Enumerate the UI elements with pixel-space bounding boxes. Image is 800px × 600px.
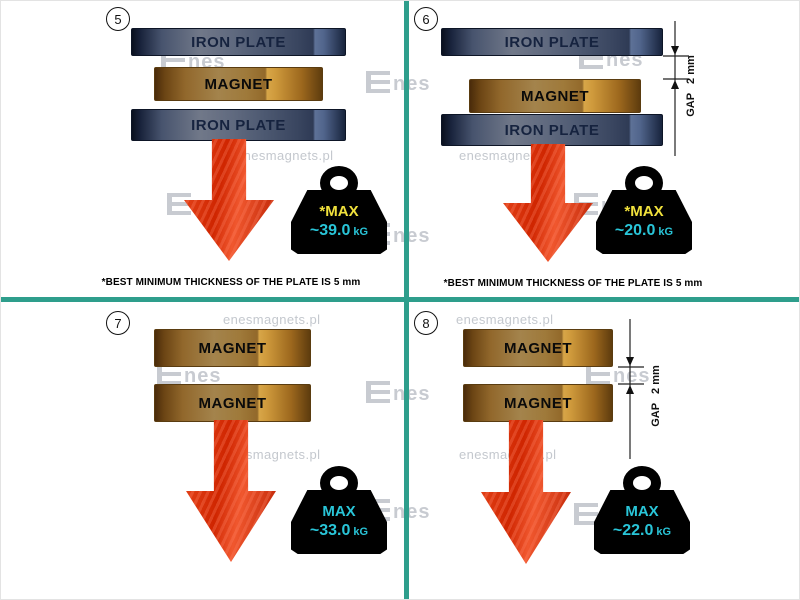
enes-logo-icon bbox=[574, 503, 598, 525]
divider-horizontal bbox=[1, 297, 799, 302]
kettlebell-body: *MAX ~39.0 kG bbox=[291, 190, 387, 254]
iron-plate-top: IRON PLATE bbox=[441, 28, 663, 56]
panel-number: 7 bbox=[114, 315, 122, 331]
footnote-bold: 5 mm bbox=[333, 277, 361, 288]
magnet-label: MAGNET bbox=[198, 339, 267, 357]
panel-number: 6 bbox=[422, 11, 430, 27]
enes-logo-icon bbox=[586, 363, 610, 385]
kettlebell-body: MAX ~22.0 kG bbox=[594, 490, 690, 554]
iron-plate-label: IRON PLATE bbox=[191, 116, 286, 134]
weight-unit: kG bbox=[658, 225, 674, 238]
gap-text: GAP bbox=[650, 402, 662, 427]
iron-plate-label: IRON PLATE bbox=[504, 33, 600, 51]
max-value-row: ~39.0 kG bbox=[310, 222, 368, 240]
max-value-row: ~20.0 kG bbox=[615, 222, 673, 240]
kettlebell-body: *MAX ~20.0 kG bbox=[596, 190, 692, 254]
magnet-block-top: MAGNET bbox=[154, 329, 311, 367]
magnet-block: MAGNET bbox=[469, 79, 641, 113]
footnote-text: *BEST MINIMUM THICKNESS OF THE PLATE IS bbox=[101, 277, 331, 288]
panel-7: 7 MAGNET MAGNET MAX ~33.0 kG bbox=[1, 301, 404, 599]
pull-force-arrow-icon bbox=[186, 420, 276, 562]
max-label: *MAX bbox=[319, 203, 359, 221]
enes-logo-text: nes bbox=[393, 225, 431, 247]
max-label: *MAX bbox=[624, 203, 664, 221]
panel-6: 6 IRON PLATE MAGNET IRON PLATE GAP 2 mm … bbox=[408, 1, 799, 297]
gap-value: 2 mm bbox=[650, 365, 662, 394]
watermark-site: enesmagnets.pl bbox=[223, 312, 321, 327]
enes-logo-watermark: nes bbox=[586, 363, 651, 387]
enes-logo-text: nes bbox=[393, 501, 431, 523]
footnote-bold: 5 mm bbox=[675, 278, 703, 289]
weight-kettlebell: *MAX ~20.0 kG bbox=[596, 166, 692, 256]
iron-plate-label: IRON PLATE bbox=[191, 33, 286, 51]
weight-kettlebell: MAX ~22.0 kG bbox=[594, 466, 690, 556]
enes-logo-icon bbox=[167, 193, 191, 215]
panel-number-badge: 5 bbox=[106, 7, 130, 31]
enes-logo-text: nes bbox=[393, 383, 431, 405]
gap-value: 2 mm bbox=[685, 55, 697, 84]
gap-dimension-lines bbox=[663, 21, 689, 156]
kettlebell-body: MAX ~33.0 kG bbox=[291, 490, 387, 554]
panel-5: 5 IRON PLATE MAGNET IRON PLATE *MAX ~39.… bbox=[1, 1, 404, 297]
magnet-label: MAGNET bbox=[198, 394, 267, 412]
max-label: MAX bbox=[322, 503, 356, 521]
max-value-row: ~33.0 kG bbox=[310, 522, 368, 540]
weight-kettlebell: *MAX ~39.0 kG bbox=[291, 166, 387, 256]
magnet-block-bottom: MAGNET bbox=[154, 384, 311, 422]
magnet-block: MAGNET bbox=[154, 67, 323, 101]
iron-plate-bottom: IRON PLATE bbox=[441, 114, 663, 146]
max-value-row: ~22.0 kG bbox=[613, 522, 671, 540]
watermark-site: enesmagnets.pl bbox=[456, 312, 554, 327]
enes-logo-text: nes bbox=[613, 365, 651, 387]
gap-dimension-lines bbox=[618, 319, 644, 459]
enes-logo-watermark: nes bbox=[366, 71, 431, 95]
iron-plate-top: IRON PLATE bbox=[131, 28, 346, 56]
footnote: *BEST MINIMUM THICKNESS OF THE PLATE IS … bbox=[46, 277, 416, 288]
panel-number-badge: 7 bbox=[106, 311, 130, 335]
enes-logo-watermark: nes bbox=[157, 363, 222, 387]
iron-plate-label: IRON PLATE bbox=[504, 121, 600, 139]
max-label: MAX bbox=[625, 503, 659, 521]
watermark-site: enesmagnets.pl bbox=[236, 148, 334, 163]
magnet-label: MAGNET bbox=[504, 394, 572, 412]
weight-value: ~20.0 bbox=[614, 221, 656, 239]
enes-logo-icon bbox=[366, 381, 390, 403]
gap-label: GAP 2 mm bbox=[683, 46, 699, 126]
pull-force-arrow-icon bbox=[184, 139, 274, 261]
enes-logo-watermark: nes bbox=[366, 381, 431, 405]
magnet-label: MAGNET bbox=[504, 339, 572, 357]
enes-logo-icon bbox=[366, 71, 390, 93]
weight-value: ~39.0 bbox=[309, 221, 351, 239]
weight-value: ~22.0 bbox=[612, 521, 654, 539]
magnet-label: MAGNET bbox=[204, 75, 273, 93]
panel-8: 8 MAGNET MAGNET GAP 2 mm MAX ~22.0 bbox=[408, 301, 799, 599]
gap-label: GAP 2 mm bbox=[648, 356, 664, 436]
weight-unit: kG bbox=[353, 525, 369, 538]
weight-unit: kG bbox=[353, 225, 369, 238]
iron-plate-bottom: IRON PLATE bbox=[131, 109, 346, 141]
gap-text: GAP bbox=[685, 92, 697, 117]
panel-number: 5 bbox=[114, 11, 122, 27]
footnote-text: *BEST MINIMUM THICKNESS OF THE PLATE IS bbox=[443, 278, 673, 289]
magnet-block-bottom: MAGNET bbox=[463, 384, 613, 422]
weight-kettlebell: MAX ~33.0 kG bbox=[291, 466, 387, 556]
enes-logo-text: nes bbox=[184, 365, 222, 387]
panel-number: 8 bbox=[422, 315, 430, 331]
panel-number-badge: 6 bbox=[414, 7, 438, 31]
pull-force-arrow-icon bbox=[481, 420, 571, 564]
enes-logo-text: nes bbox=[393, 73, 431, 95]
magnet-label: MAGNET bbox=[521, 87, 589, 105]
pull-force-arrow-icon bbox=[503, 144, 593, 262]
magnet-block-top: MAGNET bbox=[463, 329, 613, 367]
weight-unit: kG bbox=[656, 525, 672, 538]
panel-number-badge: 8 bbox=[414, 311, 438, 335]
enes-logo-icon bbox=[157, 363, 181, 385]
weight-value: ~33.0 bbox=[309, 521, 351, 539]
footnote: *BEST MINIMUM THICKNESS OF THE PLATE IS … bbox=[418, 278, 728, 289]
